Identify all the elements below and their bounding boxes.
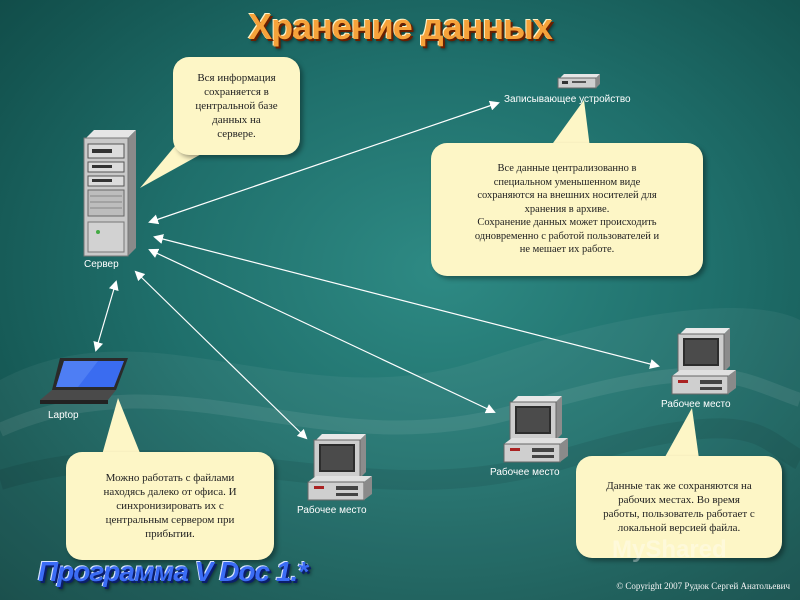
workstation-3-icon [671,328,736,395]
workstation-info-bubble: Данные так же сохраняются на рабочих мес… [576,456,782,558]
recorder-icon [557,74,600,89]
bubble-line: не мешает их работе. [519,244,615,256]
footer-program-title: Программа V Doc 1.* [38,556,308,587]
workstation-1-icon [307,434,372,501]
watermark: MyShared [612,536,727,563]
laptop-icon [40,358,128,404]
bubble-line: хранения в архиве. [524,203,610,215]
bubble-line: центральной базе [195,100,278,112]
bubble-line: Вся информация [197,72,276,84]
workstation-3-label: Рабочее место [661,399,731,410]
workstation-1-label: Рабочее место [297,505,367,516]
recorder-label: Записывающее устройство [504,94,631,105]
server-info-bubble: Вся информация сохраняется в центральной… [173,57,300,155]
bubble-line: Сохранение данных может происходить [477,217,657,229]
bubble-line: специальном уменьшенном виде [493,176,641,188]
server-icon [83,130,136,257]
workstation-2-icon [503,396,568,463]
bubble-line: одновременно с работой пользователей и [474,230,660,242]
archive-info-bubble: Все данные централизованно в специальном… [431,143,703,276]
bubble-line: данных на [212,114,261,126]
bubble-line: прибытии. [145,528,195,540]
bubble-line: сохраняется в [204,86,269,98]
slide-title: Хранение данных [248,6,553,47]
bubble-line: Все данные централизованно в [497,163,637,175]
bubble-line: рабочих местах. Во время [618,494,740,506]
server-label: Сервер [84,259,119,270]
workstation-2-label: Рабочее место [490,467,560,478]
bubble-line: Можно работать с файлами [105,472,235,484]
bubble-line: работы, пользователь работает с [603,508,755,520]
bubble-line: сервере. [217,128,256,140]
laptop-info-bubble: Можно работать с файлами находясь далеко… [66,452,274,560]
bubble-line: локальной версией файла. [617,522,741,534]
bubble-line: синхронизировать их с [116,500,224,512]
bubble-line: сохраняются на внешних носителей для [477,190,657,202]
laptop-label: Laptop [48,410,79,421]
bubble-line: центральным сервером при [105,514,235,526]
copyright-text: © Copyright 2007 Рудюк Сергей Анатольеви… [616,581,790,591]
bubble-line: Данные так же сохраняются на [606,480,752,492]
bubble-line: находясь далеко от офиса. И [103,486,237,498]
